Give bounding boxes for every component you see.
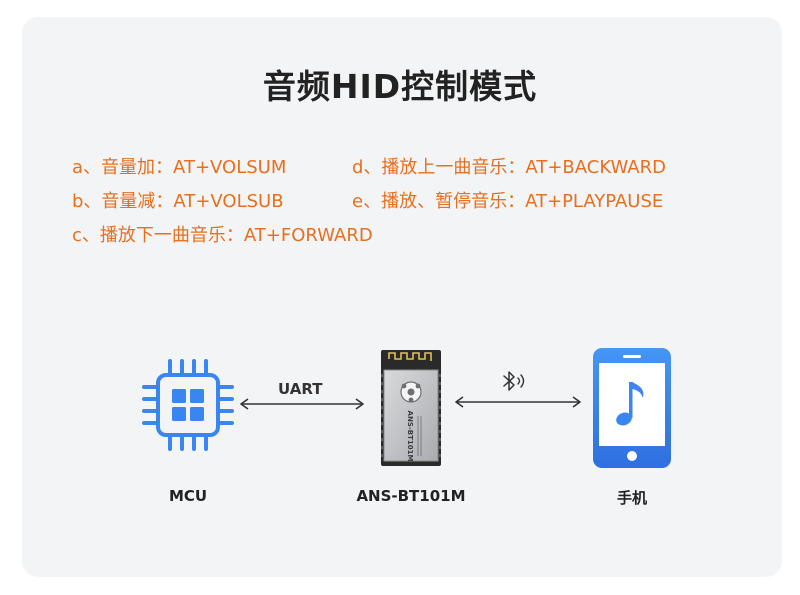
command-previous-track: d、播放上一曲音乐：AT+BACKWARD xyxy=(352,157,666,178)
bluetooth-module-icon: ANS-BT101M xyxy=(381,350,441,466)
module-marking: ANS-BT101M xyxy=(406,411,414,462)
module-label: ANS-BT101M xyxy=(356,487,466,505)
command-volume-down: b、音量减：AT+VOLSUB xyxy=(72,191,284,212)
uart-link-label: UART xyxy=(278,380,323,398)
uart-bidirectional-arrow xyxy=(240,398,364,410)
command-play-pause: e、播放、暂停音乐：AT+PLAYPAUSE xyxy=(352,191,664,212)
command-next-track: c、播放下一曲音乐：AT+FORWARD xyxy=(72,225,373,246)
mcu-label: MCU xyxy=(168,487,208,505)
page-title: 音频HID控制模式 xyxy=(262,67,538,106)
bluetooth-bidirectional-arrow xyxy=(455,396,581,408)
smartphone-music-icon xyxy=(593,348,671,468)
mcu-chip-icon xyxy=(142,359,234,451)
command-volume-up: a、音量加：AT+VOLSUM xyxy=(72,157,287,178)
bluetooth-icon xyxy=(503,371,525,391)
diagram-card xyxy=(22,17,782,577)
phone-label: 手机 xyxy=(616,489,647,507)
